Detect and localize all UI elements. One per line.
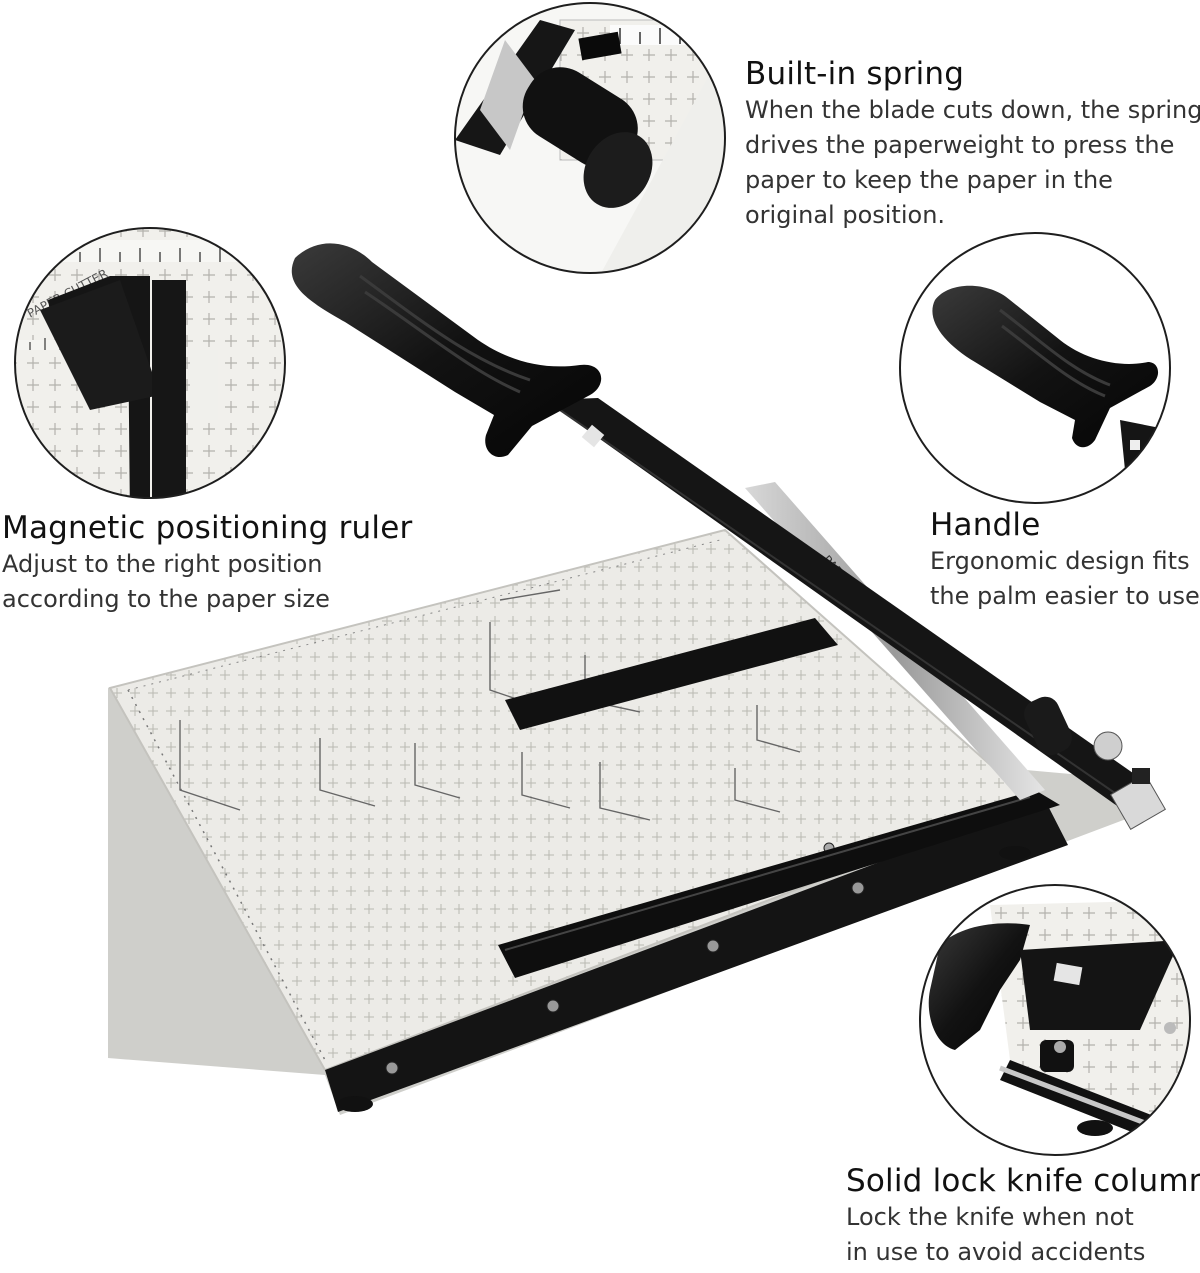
blade-arm (545, 398, 1150, 808)
feature-spring: Built-in spring When the blade cuts down… (745, 55, 1200, 233)
feature-lock: Solid lock knife column Lock the knife w… (846, 1162, 1200, 1270)
feature-handle-desc-line: the palm easier to use (930, 582, 1200, 610)
feature-spring-desc-line: original position. (745, 201, 946, 229)
board-ruler-edge (127, 689, 326, 1061)
feature-spring-desc-line: When the blade cuts down, the spring (745, 96, 1200, 124)
feature-spring-desc: When the blade cuts down, the spring dri… (745, 93, 1200, 233)
callout-spring (454, 2, 726, 274)
feature-spring-desc-line: drives the paperweight to press the (745, 131, 1175, 159)
feature-handle: Handle Ergonomic design fits the palm ea… (930, 506, 1200, 614)
callout-handle (899, 232, 1171, 504)
feature-spring-desc-line: paper to keep the paper in the (745, 166, 1113, 194)
feature-lock-desc-line: in use to avoid accidents (846, 1238, 1146, 1266)
safety-guard (498, 790, 1060, 978)
feature-lock-desc: Lock the knife when not in use to avoid … (846, 1200, 1200, 1270)
feature-ruler: Magnetic positioning ruler Adjust to the… (2, 509, 412, 617)
feature-ruler-desc-line: Adjust to the right position (2, 550, 323, 578)
feature-ruler-desc-line: according to the paper size (2, 585, 330, 613)
feature-ruler-title: Magnetic positioning ruler (2, 510, 413, 546)
knife-column (1109, 773, 1167, 831)
spring-roller (1024, 696, 1072, 756)
feature-handle-title: Handle (930, 507, 1041, 543)
paper-size-guides (179, 589, 801, 821)
callout-ruler: PAPER CUTTER (14, 227, 286, 499)
feature-lock-title: Solid lock knife column (846, 1163, 1200, 1199)
callout-lock (919, 884, 1191, 1156)
positioning-bar (505, 618, 838, 730)
feature-lock-desc-line: Lock the knife when not (846, 1203, 1134, 1231)
paper-cutter: PAPER CUTTER (108, 243, 1167, 1115)
feature-handle-desc-line: Ergonomic design fits (930, 547, 1190, 575)
feature-handle-desc: Ergonomic design fits the palm easier to… (930, 544, 1200, 614)
base-rail (325, 800, 1068, 1112)
feature-ruler-desc: Adjust to the right position according t… (2, 547, 412, 617)
feature-spring-title: Built-in spring (745, 56, 965, 92)
